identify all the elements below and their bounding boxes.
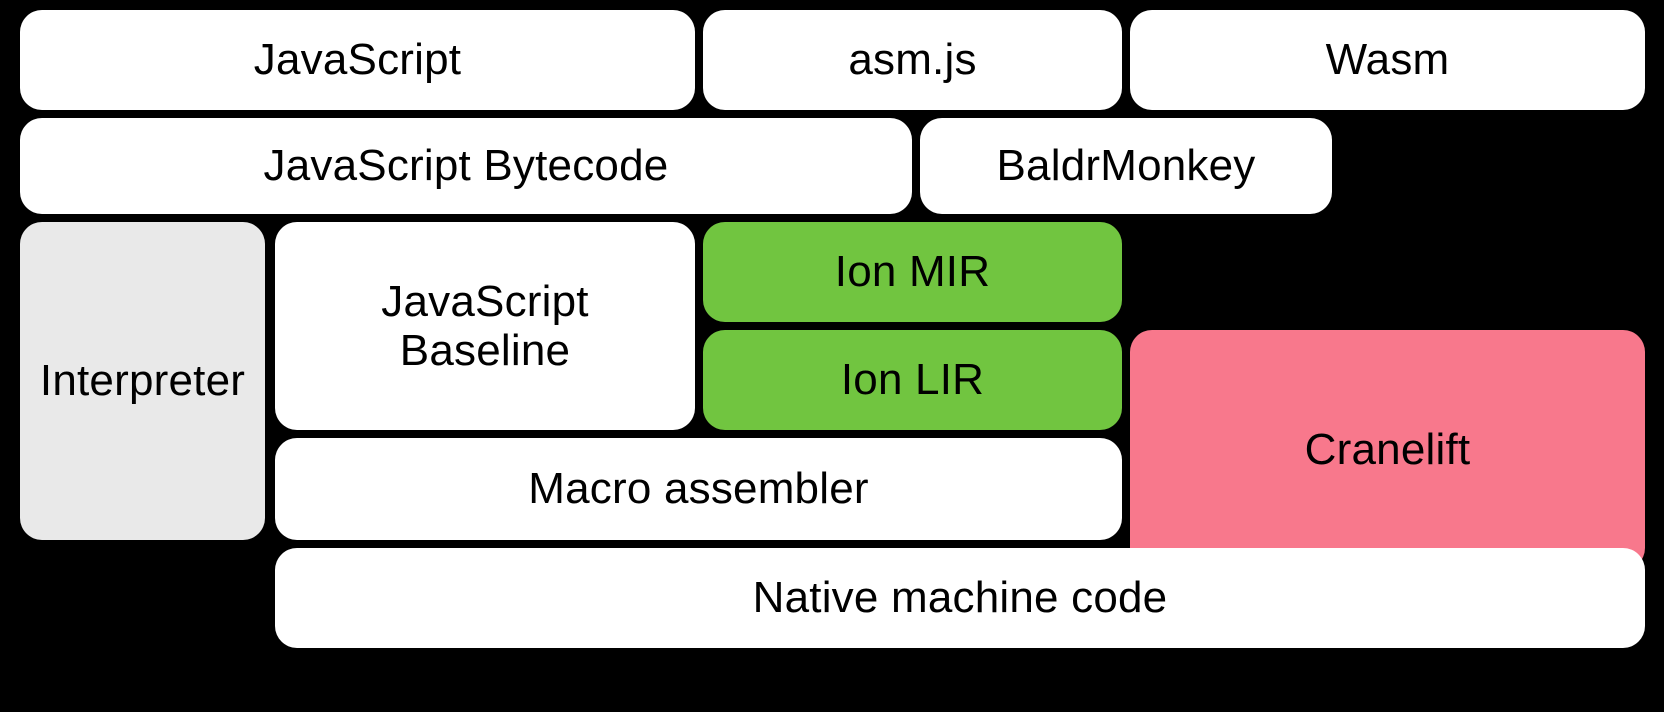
node-interpreter: Interpreter bbox=[20, 222, 265, 540]
node-ion-lir: Ion LIR bbox=[703, 330, 1122, 430]
node-wasm: Wasm bbox=[1130, 10, 1645, 110]
node-macro-assembler: Macro assembler bbox=[275, 438, 1122, 540]
node-cranelift: Cranelift bbox=[1130, 330, 1645, 570]
node-asmjs: asm.js bbox=[703, 10, 1122, 110]
node-javascript-baseline: JavaScript Baseline bbox=[275, 222, 695, 430]
node-ion-mir: Ion MIR bbox=[703, 222, 1122, 322]
node-baldrmonkey: BaldrMonkey bbox=[920, 118, 1332, 214]
node-javascript: JavaScript bbox=[20, 10, 695, 110]
node-javascript-bytecode: JavaScript Bytecode bbox=[20, 118, 912, 214]
node-native-machine-code: Native machine code bbox=[275, 548, 1645, 648]
